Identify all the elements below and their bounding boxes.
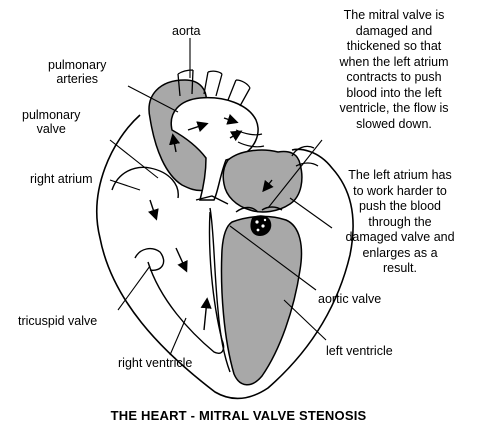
- right-ventricle-wall: [147, 211, 225, 354]
- label-tricuspid-valve: tricuspid valve: [18, 314, 98, 328]
- label-aorta: aorta: [172, 24, 201, 38]
- tricuspid-flap: [134, 247, 165, 271]
- valve-plane: [195, 195, 283, 213]
- label-pulmonary-arteries: pulmonary arteries: [48, 58, 107, 86]
- leader-lines: [109, 38, 333, 356]
- label-right-ventricle: right ventricle: [118, 356, 193, 370]
- left-ventricle: [220, 215, 303, 386]
- label-right-atrium: right atrium: [30, 172, 93, 186]
- flow-arrows: [148, 114, 274, 331]
- label-pulmonary-valve: pulmonary valve: [22, 108, 81, 136]
- pulmonary-veins: [291, 145, 319, 167]
- label-left-ventricle: left ventricle: [326, 344, 393, 358]
- diagram-title: THE HEART - MITRAL VALVE STENOSIS: [110, 408, 367, 423]
- mitral-valve-damaged: [250, 215, 272, 236]
- note-mitral-valve: The mitral valve is damaged and thickene…: [339, 8, 449, 131]
- septum: [209, 207, 231, 373]
- artery-branches: [177, 69, 251, 107]
- note-left-atrium: The left atrium has to work harder to pu…: [345, 168, 455, 275]
- label-aortic-valve: aortic valve: [318, 292, 382, 306]
- right-atrium-wall: [111, 166, 179, 199]
